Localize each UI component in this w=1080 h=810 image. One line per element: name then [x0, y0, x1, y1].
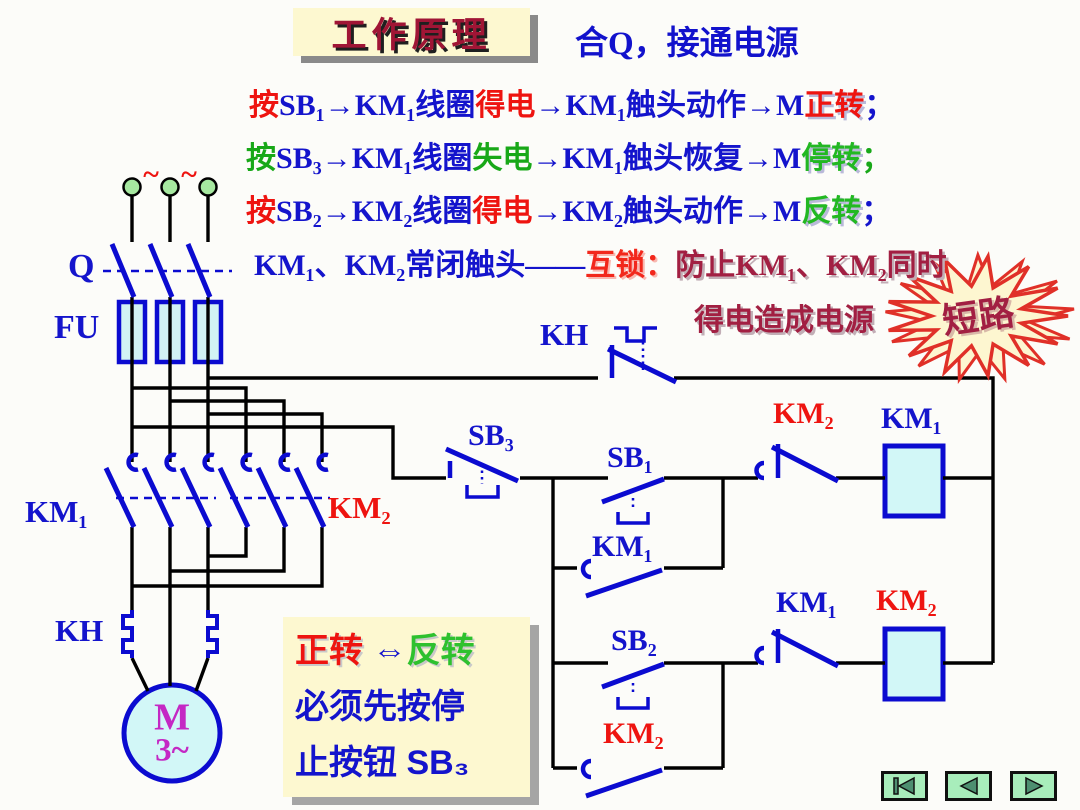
subtitle: 合Q，接通电源: [575, 26, 799, 62]
label-km2-coil: KM₂: [876, 584, 937, 617]
motor-symbol: [121, 682, 223, 784]
previous-slide-icon: [958, 776, 978, 796]
note-box: 正转 ⇔反转 必须先按停 止按钮 SB₃: [283, 617, 530, 797]
text-segment: 互锁：: [585, 249, 676, 282]
contact-terminals: [126, 452, 765, 780]
motor-label: M 3~: [154, 696, 190, 769]
text-segment: 得电: [475, 89, 536, 122]
text-segment: 反转: [406, 632, 475, 670]
label-km1-main-contacts: KM₁: [25, 494, 88, 529]
note-line-1: 正转 ⇔反转: [295, 623, 530, 679]
nc-contact-ticks: [447, 345, 781, 663]
burst-label: 短路: [939, 291, 1017, 342]
label-km1-coil: KM₁: [881, 402, 942, 435]
label-thermal-relay-kh: KH: [55, 613, 104, 648]
label-kh-nc-contact: KH: [540, 317, 589, 352]
thermal-heater-elements: [121, 610, 219, 658]
next-slide-icon: [1024, 776, 1044, 796]
text-segment: ；: [864, 89, 895, 122]
principle-line-2: 按SB₃→KM₁线圈失电→KM₁触头恢复→M停转；: [246, 133, 891, 177]
burst-shape-front: [888, 251, 1069, 381]
circuit-wires: [130, 196, 995, 770]
nav-previous-button[interactable]: [945, 771, 992, 801]
note-line-2: 必须先按停: [295, 688, 465, 726]
text-segment: 反转: [801, 195, 862, 228]
text-segment: ；: [861, 142, 892, 175]
principle-line-1: 按SB₁→KM₁线圈得电→KM₁触头动作→M正转；: [249, 80, 894, 124]
ac-supply-tilde: ~: [143, 158, 159, 191]
text-segment: 正转: [295, 632, 363, 670]
pushbutton-caps: [465, 326, 657, 710]
supply-terminals: [122, 177, 218, 197]
principle-line-5: 得电造成电源: [694, 295, 874, 339]
text-segment: →KM₂触头动作→M: [532, 195, 802, 228]
text-segment: KM₁、KM₂常闭触头——: [254, 249, 586, 282]
label-disconnect-switch-q: Q: [68, 248, 95, 285]
ac-supply-tilde: ~: [181, 158, 197, 191]
nav-first-button[interactable]: [881, 771, 928, 801]
actuator-links: [480, 342, 645, 696]
contactor-coils: [882, 443, 946, 702]
label-km2-main-contacts: KM₂: [328, 490, 391, 525]
text-segment: 停转: [801, 142, 862, 175]
title-box: 工作原理: [293, 8, 530, 56]
text-segment: ；: [861, 195, 892, 228]
text-segment: SB₂→KM₂线圈: [276, 195, 473, 228]
motor-phase: 3~: [155, 732, 189, 769]
label-fuse-fu: FU: [54, 309, 100, 346]
text-segment: 防止KM₁、KM₂同时: [675, 249, 947, 282]
motor-m: M: [154, 696, 190, 739]
first-slide-icon: [892, 776, 915, 796]
principle-line-3: 按SB₂→KM₂线圈得电→KM₂触头动作→M反转；: [246, 186, 891, 230]
text-segment: 失电: [472, 142, 533, 175]
label-stop-button-sb3: SB₃: [468, 419, 514, 452]
short-circuit-burst: [885, 250, 1075, 384]
label-km1-holding-contact: KM₁: [592, 530, 653, 563]
label-km2-interlock-contact: KM₂: [773, 397, 834, 430]
label-forward-button-sb1: SB₁: [607, 441, 653, 474]
text-segment: 按: [246, 195, 276, 228]
text-segment: 正转: [804, 89, 865, 122]
text-segment: SB₃→KM₁线圈: [276, 142, 473, 175]
label-km1-interlock-contact: KM₁: [776, 586, 837, 619]
label-reverse-button-sb2: SB₂: [611, 624, 657, 657]
label-km2-holding-contact: KM₂: [603, 717, 664, 750]
text-segment: →KM₁触头恢复→M: [532, 142, 802, 175]
text-segment: ⇔: [363, 632, 407, 670]
text-segment: →KM₁触头动作→M: [535, 89, 805, 122]
text-segment: 得电: [472, 195, 533, 228]
text-segment: 得电造成电源: [694, 304, 874, 337]
note-line-3: 止按钮 SB₃: [295, 744, 470, 782]
text-segment: 按: [249, 89, 279, 122]
text-segment: 按: [246, 142, 276, 175]
principle-line-4: KM₁、KM₂常闭触头——互锁：防止KM₁、KM₂同时: [254, 240, 947, 284]
nav-next-button[interactable]: [1010, 771, 1057, 801]
linkage-dashes: [103, 269, 330, 500]
text-segment: SB₁→KM₁线圈: [279, 89, 476, 122]
page-title: 工作原理: [331, 15, 492, 55]
